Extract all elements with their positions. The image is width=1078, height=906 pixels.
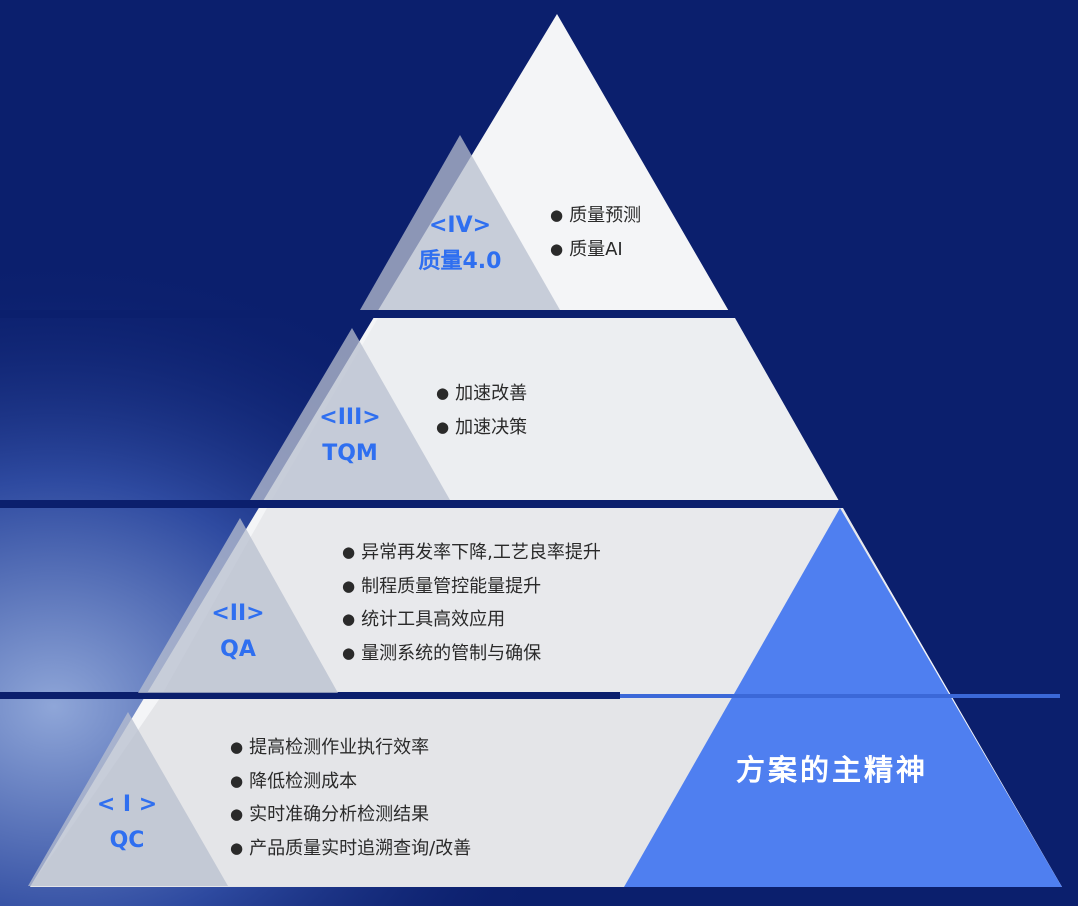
list-item: 降低检测成本: [230, 765, 471, 799]
list-item: 制程质量管控能量提升: [342, 570, 601, 604]
tier-roman: <II>: [211, 601, 265, 626]
tier-roman: <III>: [319, 405, 381, 430]
tier-3-marker: [250, 328, 450, 500]
divider: [0, 500, 1078, 508]
list-item: 量测系统的管制与确保: [342, 637, 601, 671]
divider: [0, 692, 620, 699]
list-item: 加速改善: [436, 377, 527, 411]
list-item: 实时准确分析检测结果: [230, 798, 471, 832]
divider: [620, 694, 1060, 698]
divider: [0, 310, 1078, 318]
list-item: 产品质量实时追溯查询/改善: [230, 832, 471, 866]
tier-2-items: 异常再发率下降,工艺良率提升 制程质量管控能量提升 统计工具高效应用 量测系统的…: [342, 536, 601, 670]
tier-2-label: <II> QA: [178, 596, 298, 668]
tier-4-items: 质量预测 质量AI: [550, 199, 641, 266]
tier-1-label: < I > QC: [67, 787, 187, 859]
list-item: 统计工具高效应用: [342, 603, 601, 637]
tier-name: QC: [109, 828, 145, 853]
tier-name: 质量4.0: [418, 249, 502, 274]
tier-2-marker: [138, 518, 338, 693]
list-item: 加速决策: [436, 411, 527, 445]
tier-1-marker: [28, 712, 228, 886]
tier-name: QA: [220, 637, 256, 662]
tier-4-marker: [360, 135, 560, 310]
tier-roman: < I >: [96, 792, 158, 817]
list-item: 异常再发率下降,工艺良率提升: [342, 536, 601, 570]
tier-4-label: <IV> 质量4.0: [400, 208, 520, 280]
list-item: 质量AI: [550, 233, 641, 267]
list-item: 提高检测作业执行效率: [230, 731, 471, 765]
spirit-label: 方案的主精神: [736, 753, 929, 787]
tier-3-label: <III> TQM: [290, 400, 410, 472]
tier-roman: <IV>: [428, 213, 492, 238]
tier-1-items: 提高检测作业执行效率 降低检测成本 实时准确分析检测结果 产品质量实时追溯查询/…: [230, 731, 471, 865]
tier-3-items: 加速改善 加速决策: [436, 377, 527, 444]
list-item: 质量预测: [550, 199, 641, 233]
tier-name: TQM: [322, 441, 378, 466]
